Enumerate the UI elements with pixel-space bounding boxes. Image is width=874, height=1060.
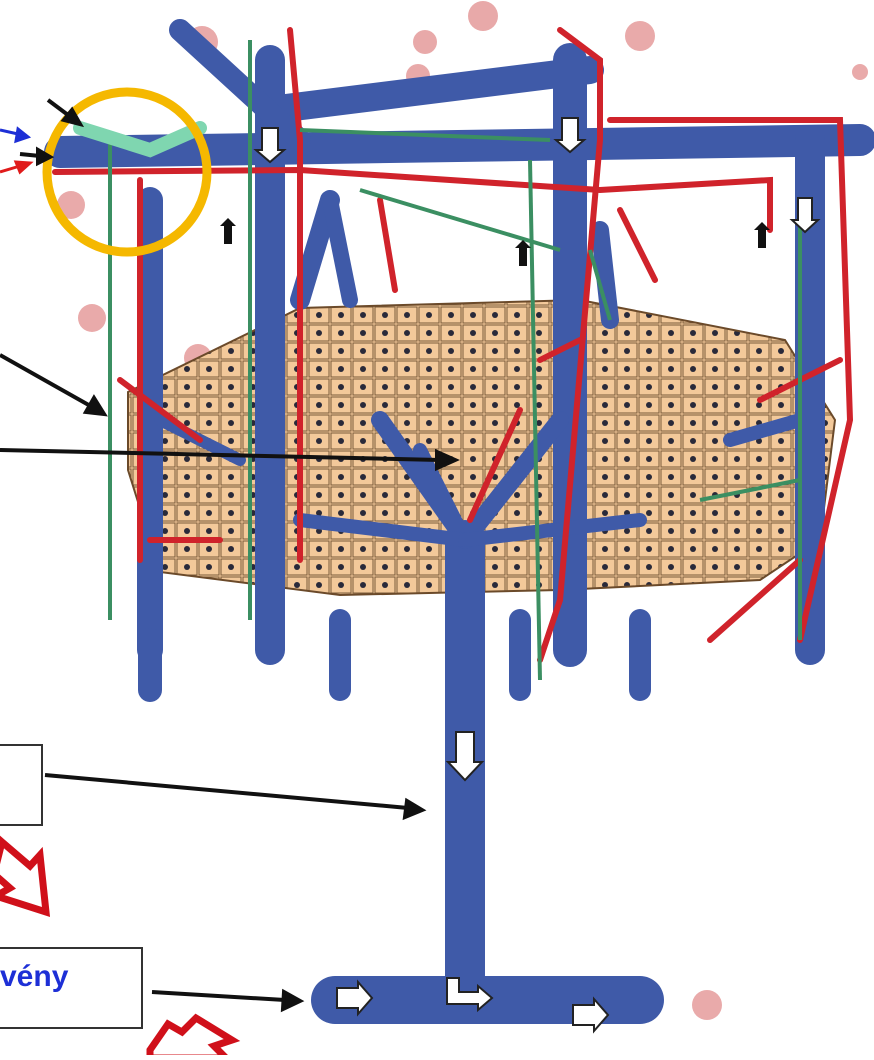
pointer-red-icon: [0, 162, 30, 172]
pointer-blue-icon: [0, 129, 28, 141]
hollow-red-arrow-icon-bottom: [150, 1018, 232, 1055]
hollow-red-arrow-icon: [0, 842, 46, 912]
label-box-middle: [0, 745, 42, 825]
vein-label-text: vény: [0, 962, 68, 992]
